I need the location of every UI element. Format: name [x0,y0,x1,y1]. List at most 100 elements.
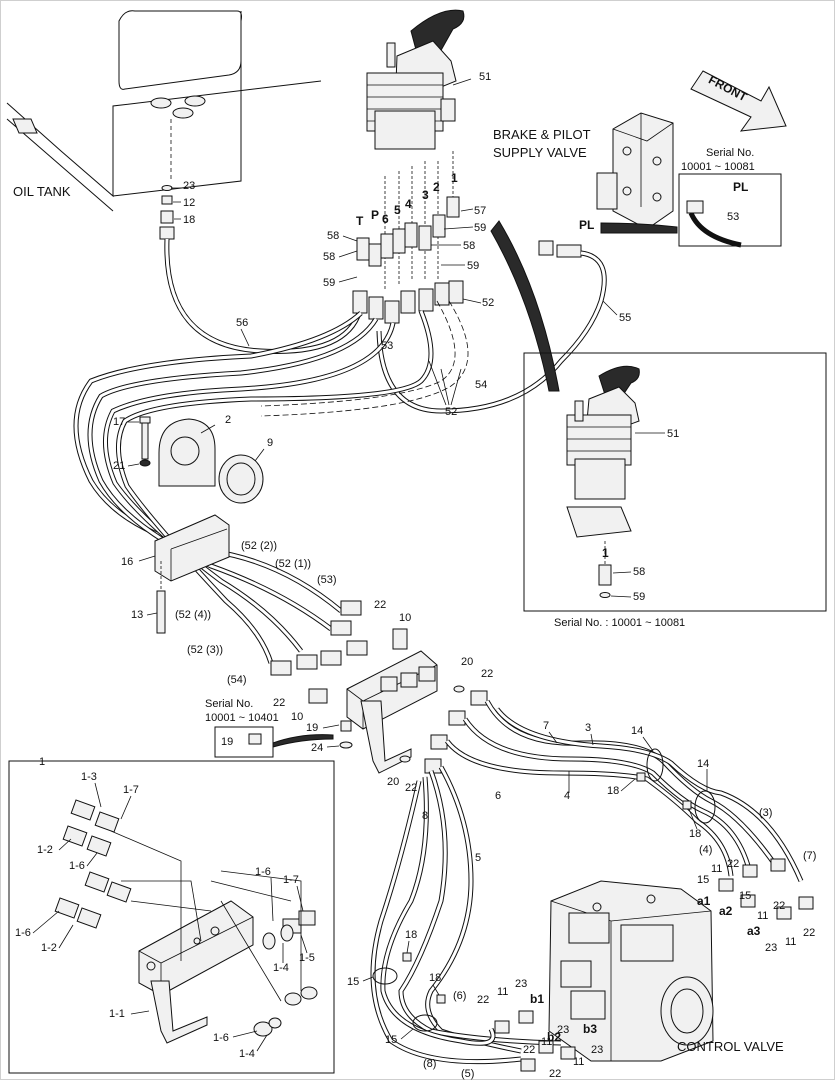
callout-1-5: 1-5 [299,952,315,964]
callout-1-4-a: 1-4 [273,962,289,974]
callout-52-top: 52 [482,297,494,309]
callout-4-paren: (4) [699,844,712,856]
callout-15-a: 15 [697,874,709,886]
hose-clamps-14-15 [372,748,716,1032]
callout-11-e: 11 [541,1036,552,1048]
brake-pilot-supply-valve [596,112,674,230]
remote-control-joystick [366,9,472,150]
port-a1: a1 [697,894,711,908]
callout-52-3: (52 (3)) [187,644,223,656]
brake-pilot-caption-2: SUPPLY VALVE [493,145,587,160]
port-PL: PL [579,218,594,232]
callout-19-box: 19 [221,736,233,748]
manifold-detail [54,799,318,1044]
callout-15-b: 15 [739,890,751,902]
callout-58: 58 [327,230,339,242]
callout-23-d: 23 [557,1024,569,1036]
callout-3-paren: (3) [759,807,772,819]
callout-18-d: 18 [405,929,417,941]
callout-11-b: 11 [757,910,768,922]
callout-24: 24 [311,742,323,754]
callout-22-j: 22 [549,1068,561,1080]
port-3: 3 [422,188,429,202]
callout-1-2-b: 1-2 [41,942,57,954]
callout-22-left: 22 [273,697,285,709]
callout-1-4-b: 1-4 [239,1048,255,1060]
serial-left-1: Serial No. [205,698,253,710]
callout-23-c: 23 [515,978,527,990]
callout-1: 1 [39,756,45,768]
callout-9: 9 [267,437,273,449]
callout-20: 20 [461,656,473,668]
callout-22-right: 22 [481,668,493,680]
callout-6: 6 [495,790,501,802]
callout-58-right: 58 [463,240,475,252]
control-valve [548,880,714,1062]
callout-14-b: 14 [697,758,709,770]
port-5: 5 [394,203,401,217]
callout-52-4: (52 (4)) [175,609,211,621]
serial-left-2: 10001 ~ 10401 [205,712,279,724]
callout-51: 51 [479,71,491,83]
callout-1-7-a: 1-7 [123,784,139,796]
inset-frame [523,352,827,612]
callout-8: 8 [422,810,428,822]
pilot-hose-bundle [73,300,469,664]
manifold-block [270,600,488,774]
callout-16: 16 [121,556,133,568]
callout-53-box: 53 [727,211,739,223]
callout-11-d: 11 [497,986,508,998]
serial-left-box [214,726,274,758]
port-PL-box: PL [733,180,748,194]
callout-58-inset: 58 [633,566,645,578]
callout-13: 13 [131,609,143,621]
callout-17: 17 [113,416,125,428]
callout-21: 21 [113,460,125,472]
callout-59-right: 59 [467,260,479,272]
callout-18: 18 [183,214,195,226]
callout-6-paren: (6) [453,990,466,1002]
callout-1-2-a: 1-2 [37,844,53,856]
callout-10-left: 10 [291,711,303,723]
callout-14-a: 14 [631,725,643,737]
oil-tank-caption: OIL TANK [13,184,71,199]
callout-12: 12 [183,197,195,209]
tank-fittings [159,185,175,240]
callout-23: 23 [183,180,195,192]
callout-56: 56 [236,317,248,329]
serial-inset: Serial No. : 10001 ~ 10081 [554,617,685,629]
port-a2: a2 [719,904,733,918]
callout-22-i: 22 [523,1044,535,1056]
callout-1-6-b: 1-6 [15,927,31,939]
oil-tank [6,10,322,212]
callout-2: 2 [225,414,231,426]
callout-22-top: 22 [374,599,386,611]
brake-pilot-caption-1: BRAKE & PILOT [493,127,591,142]
callout-54-paren: (54) [227,674,247,686]
callout-1-7-b: 1-7 [283,874,299,886]
inset-joystick [566,365,640,598]
port-b2: b2 [547,1030,561,1044]
port-P: P [371,208,379,222]
callout-4: 4 [564,790,570,802]
callout-5-paren: (5) [461,1068,474,1080]
serial-top-2: 10001 ~ 10081 [681,161,755,173]
front-arrow [690,70,787,132]
callout-53-paren: (53) [317,574,337,586]
callout-1-3: 1-3 [81,771,97,783]
callout-15-c: 15 [347,976,359,988]
callout-52-2: (52 (2)) [241,540,277,552]
port-b1: b1 [530,992,544,1006]
hose-clamp-parts [139,416,264,634]
pilot-port-fittings [352,151,464,324]
callout-11-a: 11 [711,863,722,875]
control-valve-fittings [494,858,814,1072]
callout-22-d: 22 [405,782,417,794]
callout-22-e: 22 [727,858,739,870]
callout-22-h: 22 [477,994,489,1006]
port-T: T [356,214,364,228]
callout-18-b: 18 [689,828,701,840]
port-2: 2 [433,180,440,194]
